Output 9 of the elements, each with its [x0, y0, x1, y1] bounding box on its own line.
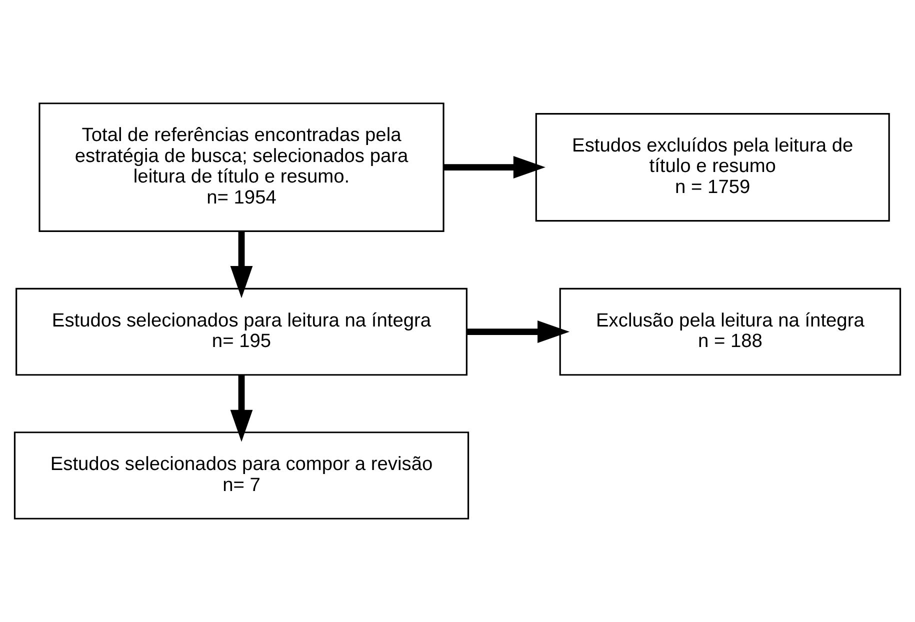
- arrow: [466, 320, 570, 343]
- node-box: Total de referências encontradas pela estratégia de busca; selecionados para leitura de título e resumo. n= 1954: [38, 102, 444, 232]
- node-box: Estudos excluídos pela leitura de título e resumo n = 1759: [535, 112, 890, 222]
- arrow: [230, 376, 253, 442]
- arrow: [230, 231, 253, 298]
- node-box: Exclusão pela leitura na íntegra n = 188: [559, 288, 902, 376]
- node-box: Estudos selecionados para compor a revisão n= 7: [14, 432, 470, 520]
- arrow: [444, 156, 546, 178]
- node-box: Estudos selecionados para leitura na íntegra n= 195: [16, 288, 468, 376]
